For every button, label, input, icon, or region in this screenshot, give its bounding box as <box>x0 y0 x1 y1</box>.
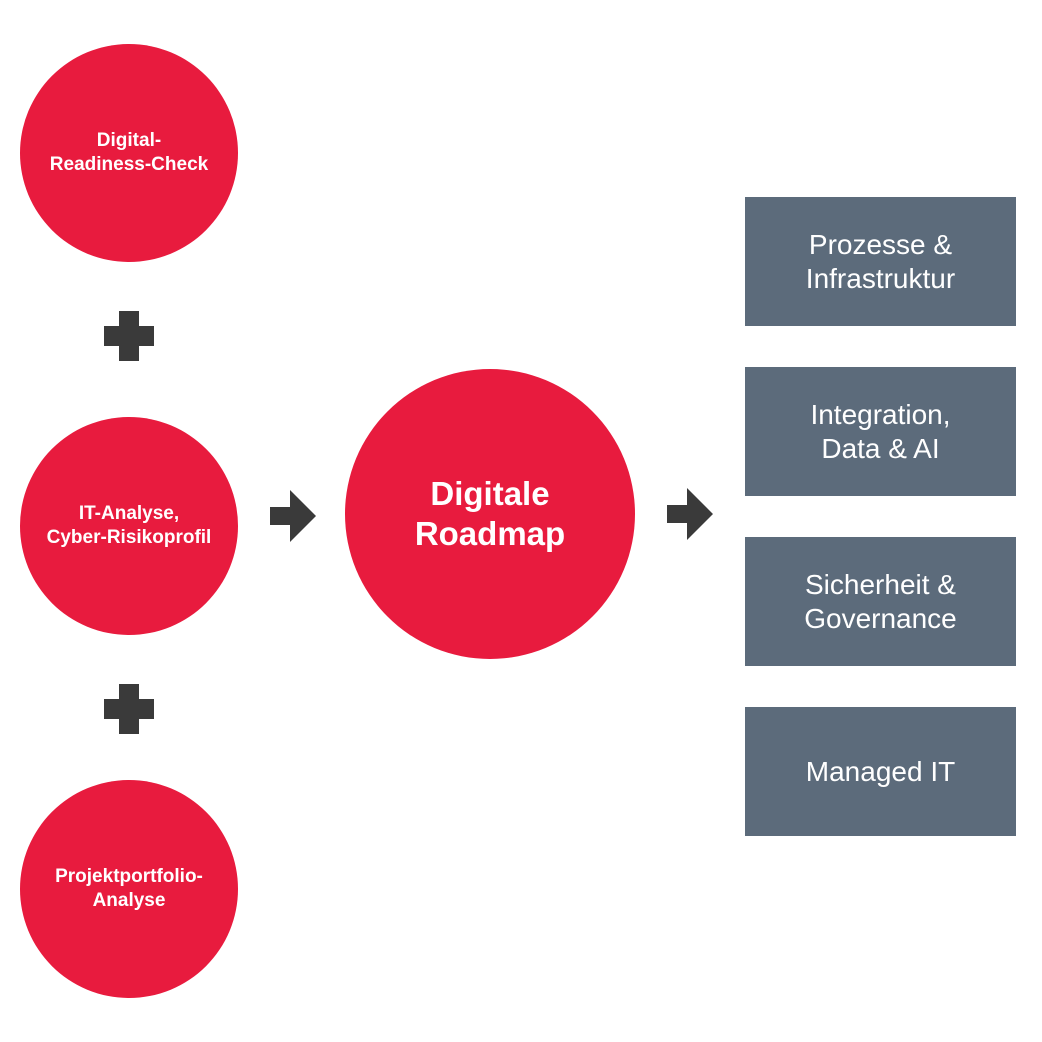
output-label: Integration, Data & AI <box>810 398 951 464</box>
input-circle-projektportfolio-analyse: Projektportfolio- Analyse <box>20 780 238 998</box>
input-label: IT-Analyse, Cyber-Risikoprofil <box>46 503 212 548</box>
center-label: Digitale Roadmap <box>414 475 566 552</box>
output-box-sicherheit-governance: Sicherheit & Governance <box>745 537 1016 666</box>
output-label: Prozesse & Infrastruktur <box>805 228 956 294</box>
output-label: Managed IT <box>805 755 956 787</box>
output-box-integration-data-ai: Integration, Data & AI <box>745 367 1016 496</box>
output-label: Sicherheit & Governance <box>804 568 957 634</box>
plus-icon <box>104 311 154 361</box>
arrow-right-icon <box>270 490 316 542</box>
output-box-prozesse-infrastruktur: Prozesse & Infrastruktur <box>745 197 1016 326</box>
center-circle-digitale-roadmap: Digitale Roadmap <box>345 369 635 659</box>
output-box-managed-it: Managed IT <box>745 707 1016 836</box>
input-circle-it-analyse: IT-Analyse, Cyber-Risikoprofil <box>20 417 238 635</box>
arrow-right-icon <box>667 488 713 540</box>
input-label: Digital- Readiness-Check <box>49 130 209 175</box>
input-label: Projektportfolio- Analyse <box>55 866 203 911</box>
input-circle-digital-readiness-check: Digital- Readiness-Check <box>20 44 238 262</box>
plus-icon <box>104 684 154 734</box>
